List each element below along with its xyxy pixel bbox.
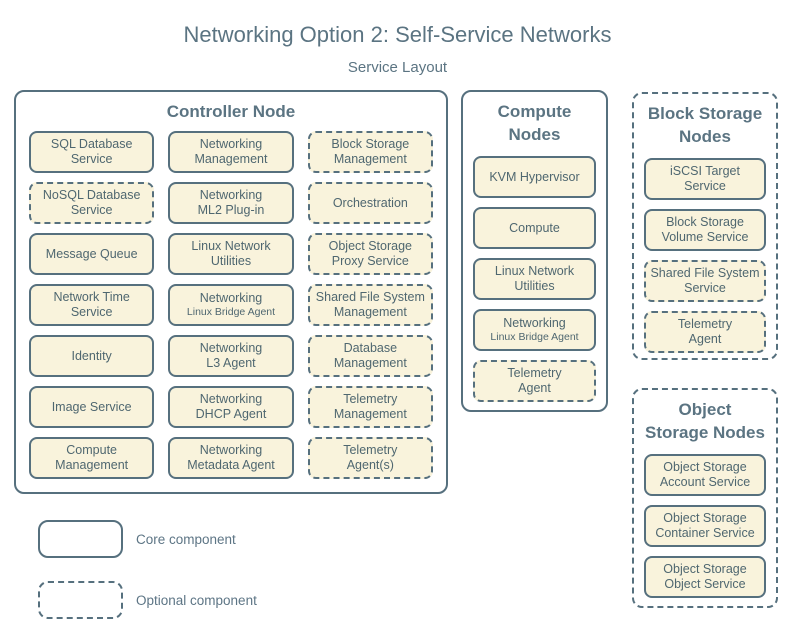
- service-label: Shared File System Service: [650, 266, 760, 295]
- service-label: KVM Hypervisor: [489, 169, 580, 184]
- legend-row-core: Core component: [38, 520, 257, 558]
- service-label: NoSQL Database Service: [42, 188, 141, 217]
- legend-swatch-core: [38, 520, 123, 558]
- diagram-title: Networking Option 2: Self-Service Networ…: [183, 22, 612, 47]
- service-box: Block Storage Management: [307, 131, 433, 173]
- node-compute-title: Compute Nodes: [497, 102, 572, 144]
- service-label: Block Storage Volume Service: [661, 215, 749, 244]
- service-label: iSCSI Target Service: [670, 164, 740, 193]
- service-label: Networking Metadata Agent: [187, 443, 275, 472]
- service-box: SQL Database Service: [29, 131, 155, 173]
- service-label: SQL Database Service: [50, 137, 133, 166]
- service-label: Networking L3 Agent: [199, 341, 263, 370]
- service-box: Linux Network Utilities: [168, 233, 294, 275]
- service-box: Networking L3 Agent: [168, 335, 294, 377]
- service-label: Telemetry Agent: [677, 317, 733, 346]
- service-label: Compute: [509, 220, 560, 235]
- service-label: Compute Management: [55, 443, 129, 472]
- service-box: Telemetry Agent(s): [307, 437, 433, 479]
- service-box: Database Management: [307, 335, 433, 377]
- node-block-storage-title: Block Storage Nodes: [647, 104, 763, 146]
- node-controller-service-grid: SQL Database Service Networking Managemen…: [16, 123, 446, 489]
- legend-row-optional: Optional component: [38, 581, 257, 619]
- service-label: Networking ML2 Plug-in: [197, 188, 265, 217]
- service-box: Block Storage Volume Service: [644, 209, 766, 251]
- service-label: Networking: [199, 291, 263, 305]
- service-label: Object Storage Object Service: [663, 562, 747, 591]
- legend-label-optional: Optional component: [136, 592, 257, 608]
- legend: Core component Optional component: [38, 520, 257, 642]
- service-box: Networking Metadata Agent: [168, 437, 294, 479]
- service-box: Networking DHCP Agent: [168, 386, 294, 428]
- service-label: Message Queue: [45, 246, 138, 261]
- service-label: Identity: [71, 348, 112, 363]
- service-label: Linux Network Utilities: [494, 264, 575, 293]
- service-label: Telemetry Agent(s): [343, 443, 398, 472]
- service-box: Telemetry Agent: [473, 360, 596, 402]
- service-box: Networking ML2 Plug-in: [168, 182, 294, 224]
- service-label: Database Management: [333, 341, 407, 370]
- service-box: Message Queue: [29, 233, 155, 275]
- service-label: Shared File System Management: [315, 290, 425, 319]
- service-label: Networking Management: [194, 137, 268, 166]
- service-box: Compute Management: [29, 437, 155, 479]
- service-sublabel: Linux Bridge Agent: [186, 306, 276, 318]
- legend-label-core: Core component: [136, 531, 236, 547]
- service-box: Object Storage Account Service: [644, 454, 766, 496]
- service-box: Orchestration: [307, 182, 433, 224]
- service-box: Identity: [29, 335, 155, 377]
- node-object-storage: Object Storage Nodes Object Storage Acco…: [632, 388, 778, 608]
- service-box: Shared File System Service: [644, 260, 766, 302]
- service-label: Telemetry Agent: [507, 366, 562, 395]
- service-label: Network Time Service: [53, 290, 130, 319]
- service-label: Telemetry Management: [333, 392, 407, 421]
- service-label: Object Storage Proxy Service: [328, 239, 413, 268]
- service-label: Networking: [503, 316, 566, 330]
- node-controller-title: Controller Node: [166, 102, 296, 121]
- legend-swatch-optional: [38, 581, 123, 619]
- service-box: Network Time Service: [29, 284, 155, 326]
- service-label: Object Storage Account Service: [659, 460, 751, 489]
- service-label: Orchestration: [332, 195, 408, 210]
- service-box: Object Storage Container Service: [644, 505, 766, 547]
- node-block-storage: Block Storage Nodes iSCSI Target Service…: [632, 92, 778, 360]
- service-box: Object Storage Proxy Service: [307, 233, 433, 275]
- diagram-subtitle: Service Layout: [347, 59, 448, 76]
- service-box: Networking Management: [168, 131, 294, 173]
- service-label: Image Service: [51, 399, 132, 414]
- service-box: Object Storage Object Service: [644, 556, 766, 598]
- service-box: KVM Hypervisor: [473, 156, 596, 198]
- service-box: NoSQL Database Service: [29, 182, 155, 224]
- service-box: Telemetry Agent: [644, 311, 766, 353]
- service-sublabel: Linux Bridge Agent: [490, 331, 579, 343]
- service-box: Image Service: [29, 386, 155, 428]
- service-label: Block Storage Management: [331, 137, 410, 166]
- service-box: Compute: [473, 207, 596, 249]
- service-box: Linux Network Utilities: [473, 258, 596, 300]
- service-box: Telemetry Management: [307, 386, 433, 428]
- service-label: Object Storage Container Service: [655, 511, 755, 540]
- node-object-storage-title: Object Storage Nodes: [645, 400, 765, 442]
- service-label: Networking DHCP Agent: [195, 392, 267, 421]
- service-box: Shared File System Management: [307, 284, 433, 326]
- service-box: iSCSI Target Service: [644, 158, 766, 200]
- service-label: Linux Network Utilities: [191, 239, 271, 268]
